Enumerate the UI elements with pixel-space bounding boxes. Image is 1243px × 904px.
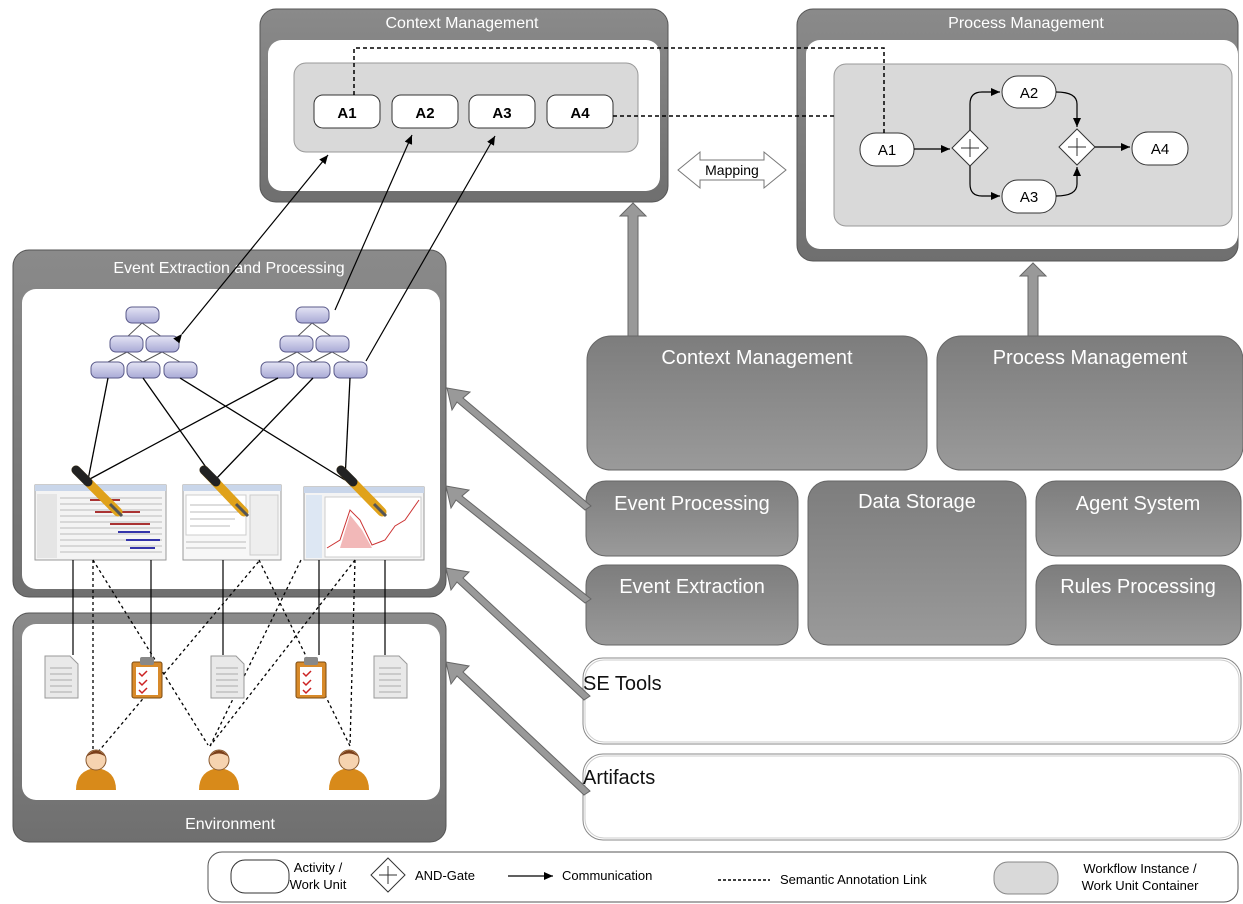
document-icon: [373, 655, 408, 699]
sensor-icon: [336, 465, 388, 518]
svg-text:Agent System: Agent System: [1076, 493, 1201, 515]
svg-text:Artifacts: Artifacts: [583, 767, 655, 789]
svg-text:Data Storage: Data Storage: [858, 491, 976, 513]
context-activity-a4[interactable]: A4: [546, 94, 614, 129]
layer-context-management: Context Management: [586, 335, 928, 471]
svg-text:A4: A4: [570, 105, 590, 122]
svg-text:SE Tools: SE Tools: [583, 673, 662, 695]
person-icon: [76, 749, 116, 790]
sensor-icon: [71, 465, 124, 518]
and-gate-join: [1058, 128, 1096, 166]
svg-text:A1: A1: [878, 142, 896, 159]
context-management-panel: Context Management A1 A2 A3 A4: [259, 8, 669, 203]
legend-activity-label-1: Activity /: [294, 860, 343, 875]
process-activity-a2[interactable]: A2: [1001, 75, 1057, 109]
sensor-icon: [199, 465, 250, 518]
context-activity-a2[interactable]: A2: [391, 94, 459, 129]
context-activity-a3[interactable]: A3: [468, 94, 536, 129]
legend-container-label-2: Work Unit Container: [1082, 878, 1199, 893]
svg-text:Event Processing: Event Processing: [614, 493, 770, 515]
process-flow-arrows: [914, 88, 1130, 200]
event-panel-title: Event Extraction and Processing: [113, 260, 344, 277]
tool-artifact-links: [72, 560, 386, 660]
layer-event-processing: Event Processing: [585, 480, 799, 557]
layer-se-tools: SE Tools: [582, 657, 1242, 745]
svg-text:A2: A2: [415, 105, 434, 122]
process-activity-a4[interactable]: A4: [1131, 131, 1189, 166]
person-icon: [329, 749, 369, 790]
document-icon: [44, 655, 79, 699]
legend-container-shape: [993, 861, 1059, 895]
svg-text:A3: A3: [492, 105, 511, 122]
svg-text:A4: A4: [1151, 141, 1169, 158]
layer-rules-processing: Rules Processing: [1035, 564, 1242, 646]
svg-text:A3: A3: [1020, 189, 1038, 206]
environment-title: Environment: [185, 816, 275, 833]
layer-artifacts: Artifacts: [582, 753, 1242, 841]
svg-text:Rules Processing: Rules Processing: [1060, 576, 1216, 598]
layer-to-panel-arrows: [445, 387, 592, 796]
legend-and-gate-icon: [370, 857, 406, 893]
clipboard-icon: [295, 657, 327, 699]
layer-process-management: Process Management: [936, 335, 1243, 471]
legend-semantic-label: Semantic Annotation Link: [780, 872, 927, 887]
legend-communication-label: Communication: [562, 868, 652, 883]
layer-up-arrow: [618, 202, 648, 337]
process-panel-title: Process Management: [948, 15, 1104, 32]
legend-and-gate-label: AND-Gate: [415, 868, 475, 883]
layer-up-arrow: [1018, 262, 1048, 337]
semantic-dotted-links: [92, 559, 356, 755]
context-panel-title: Context Management: [386, 15, 540, 32]
tree-sensor-links: [87, 377, 351, 481]
ontology-tree-left: [90, 306, 198, 379]
environment-panel: Environment: [12, 612, 447, 843]
clipboard-icon: [131, 657, 163, 699]
process-activity-a1[interactable]: A1: [859, 132, 915, 167]
communication-arrows: [173, 134, 496, 362]
layer-agent-system: Agent System: [1035, 480, 1242, 557]
svg-text:A2: A2: [1020, 85, 1038, 102]
layer-data-storage: Data Storage: [807, 480, 1027, 646]
and-gate-split: [951, 129, 989, 167]
context-activity-a1[interactable]: A1: [313, 94, 381, 129]
mapping-arrow: Mapping: [677, 150, 787, 190]
legend-activity-shape: [230, 859, 290, 894]
layer-event-extraction: Event Extraction: [585, 564, 799, 646]
semantic-annotation-links: [353, 47, 885, 133]
process-management-panel: Process Management A1 A2 A3 A4: [796, 8, 1239, 262]
mapping-label: Mapping: [705, 162, 759, 178]
svg-text:Event Extraction: Event Extraction: [619, 576, 765, 598]
person-icon: [199, 749, 239, 790]
svg-text:Process Management: Process Management: [993, 347, 1188, 369]
legend-container-label-1: Workflow Instance /: [1083, 861, 1197, 876]
legend-activity-label-2: Work Unit: [290, 877, 347, 892]
svg-text:A1: A1: [337, 105, 356, 122]
document-icon: [210, 655, 245, 699]
process-activity-a3[interactable]: A3: [1001, 179, 1057, 214]
svg-text:Context Management: Context Management: [661, 347, 853, 369]
legend: Activity / Work Unit AND-Gate Communicat…: [207, 851, 1239, 903]
